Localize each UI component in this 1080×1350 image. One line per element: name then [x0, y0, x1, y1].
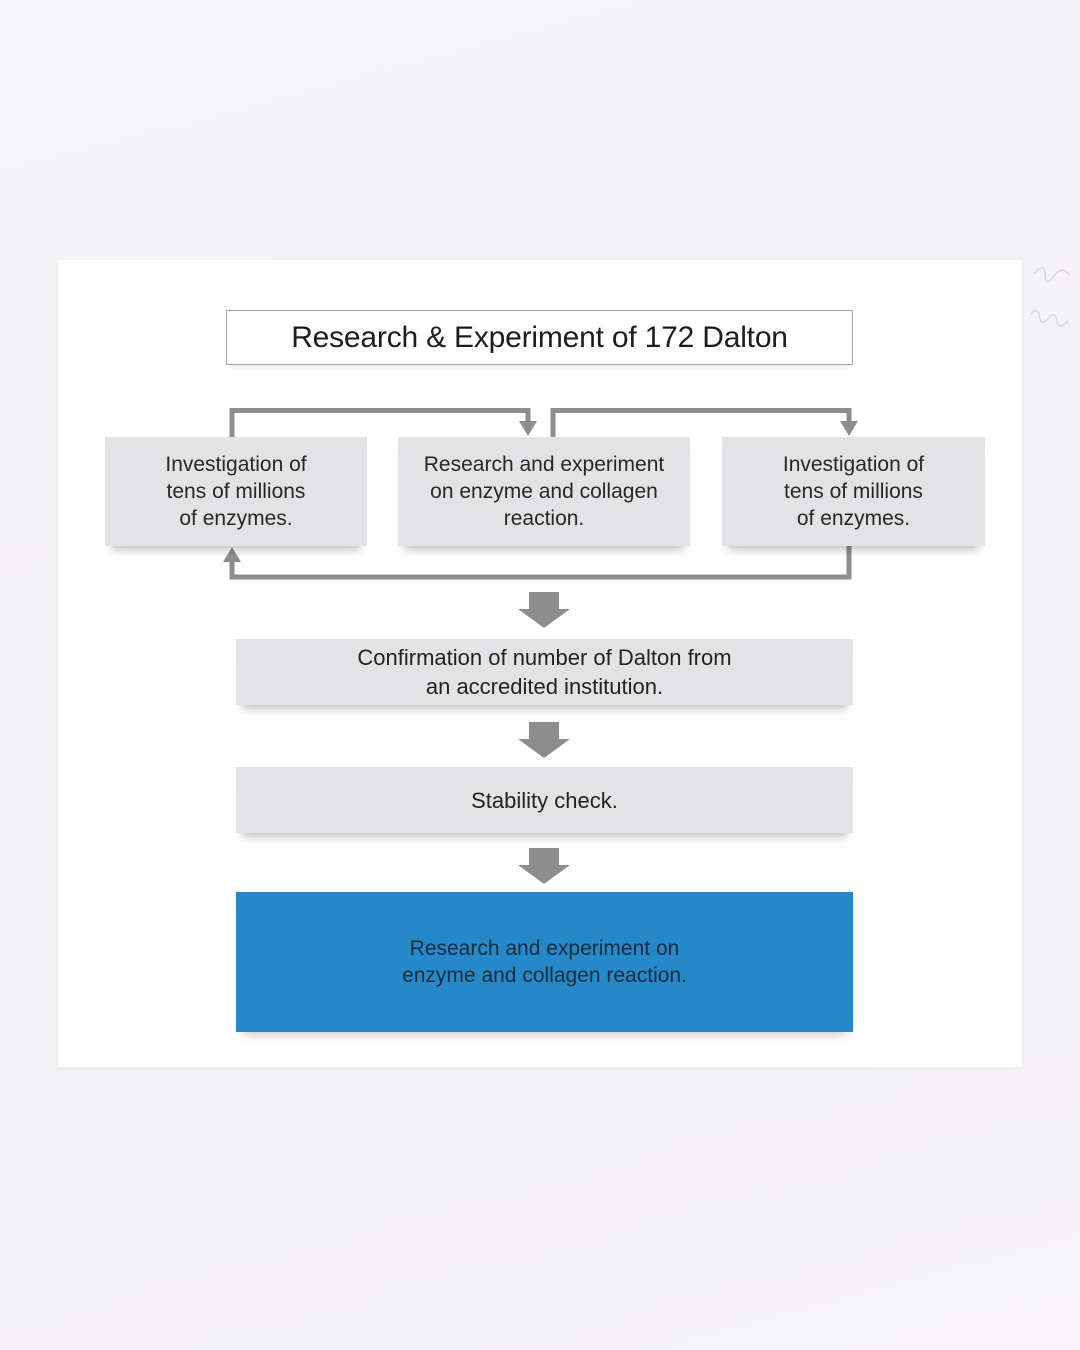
diagram-title: Research & Experiment of 172 Dalton	[291, 320, 788, 354]
background-handwriting-texture	[1030, 267, 1070, 327]
flow-box-research-experiment-center: Research and experiment on enzyme and co…	[398, 437, 690, 546]
flow-box-confirmation-dalton: Confirmation of number of Dalton from an…	[236, 639, 853, 705]
flow-box-label: Investigation of tens of millions of enz…	[165, 453, 307, 530]
flow-box-label: Research and experiment on enzyme and co…	[423, 453, 665, 530]
flow-box-investigation-left: Investigation of tens of millions of enz…	[105, 437, 367, 546]
flow-box-label: Confirmation of number of Dalton from an…	[357, 645, 732, 699]
flow-box-label: Stability check.	[471, 787, 618, 813]
flow-box-final-research-highlighted: Research and experiment on enzyme and co…	[236, 892, 853, 1032]
flow-box-investigation-right: Investigation of tens of millions of enz…	[722, 437, 985, 546]
flow-box-label: Research and experiment on enzyme and co…	[402, 937, 687, 987]
flow-box-label: Investigation of tens of millions of enz…	[782, 453, 925, 530]
diagram-title-box: Research & Experiment of 172 Dalton	[226, 310, 853, 365]
flow-box-stability-check: Stability check.	[236, 767, 853, 833]
